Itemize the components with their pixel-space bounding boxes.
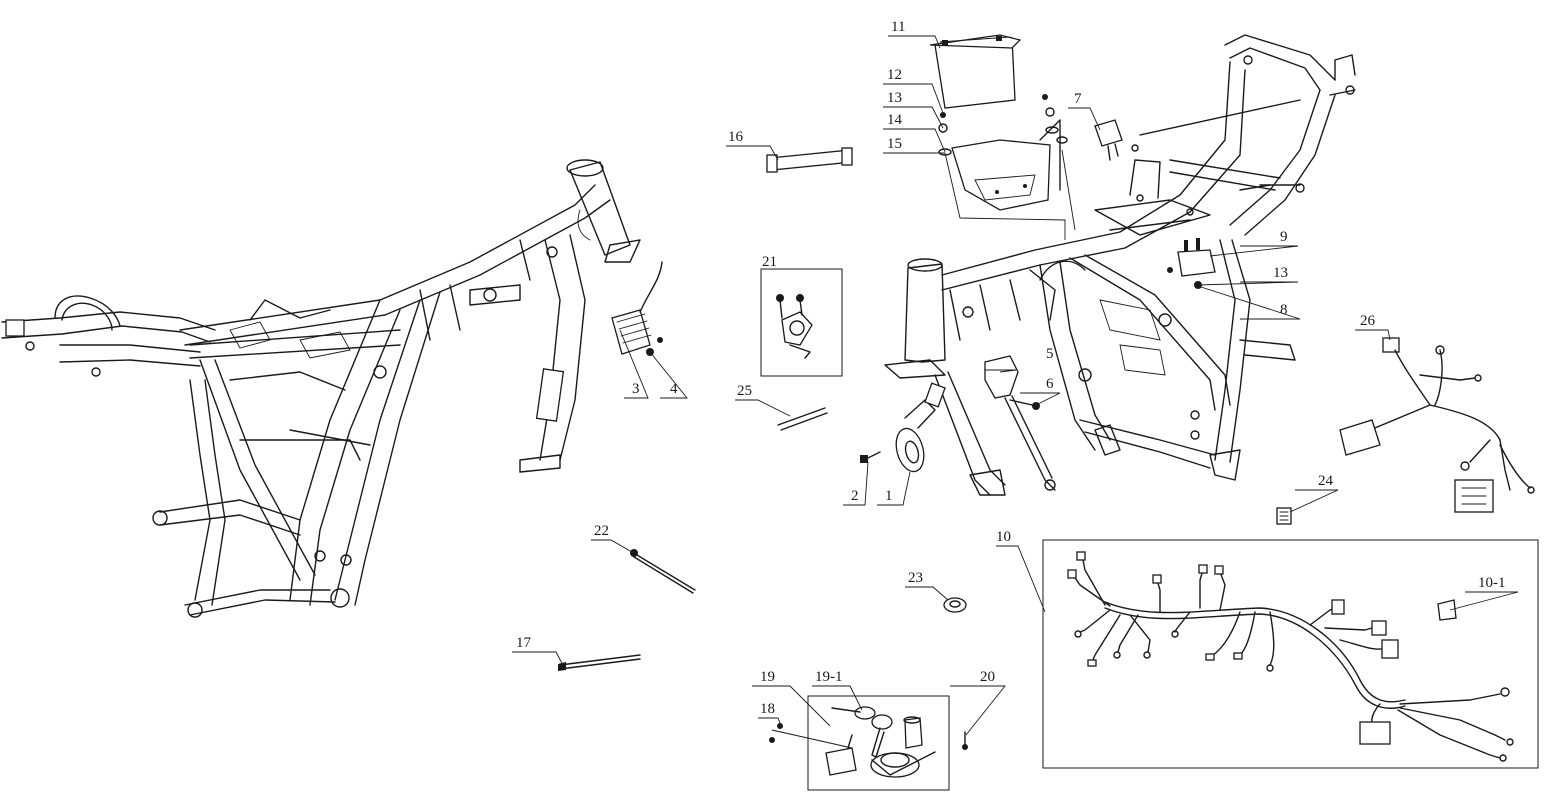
callout-19-1: 19-1 bbox=[815, 669, 843, 685]
callout-2: 2 bbox=[851, 488, 859, 504]
callout-26: 26 bbox=[1360, 313, 1376, 329]
callout-23: 23 bbox=[908, 570, 923, 586]
horn bbox=[895, 382, 946, 473]
stand-switch bbox=[984, 355, 1056, 491]
bolts-washers bbox=[938, 94, 1068, 156]
callout-14: 14 bbox=[887, 112, 903, 128]
ignition-keys bbox=[831, 706, 893, 758]
harness-connector-10-1 bbox=[1437, 599, 1457, 621]
callouts: 3 4 2 1 5 6 7 8 9 13 10 10-1 11 12 13 14… bbox=[512, 19, 1519, 749]
horn-bolt bbox=[860, 451, 881, 463]
sub-wiring-harness bbox=[1339, 337, 1535, 513]
ignition-coil-bracket bbox=[776, 294, 813, 359]
callout-17: 17 bbox=[516, 635, 532, 651]
callout-25: 25 bbox=[737, 383, 752, 399]
callout-21: 21 bbox=[762, 254, 777, 270]
callout-12: 12 bbox=[887, 67, 902, 83]
callout-11: 11 bbox=[891, 19, 905, 35]
relay bbox=[1094, 119, 1123, 161]
callout-3: 3 bbox=[632, 381, 640, 397]
starter-relay bbox=[1167, 238, 1216, 289]
callout-16: 16 bbox=[728, 129, 744, 145]
pin bbox=[777, 407, 826, 426]
battery-strap bbox=[766, 147, 853, 173]
small-screw-20 bbox=[962, 731, 968, 750]
callout-1: 1 bbox=[885, 488, 893, 504]
main-wiring-harness bbox=[1067, 551, 1514, 762]
callout-10-1: 10-1 bbox=[1478, 575, 1506, 591]
callout-4: 4 bbox=[670, 381, 678, 397]
frame-right-view bbox=[884, 34, 1356, 496]
part-21-box bbox=[760, 268, 843, 377]
callout-15: 15 bbox=[887, 136, 902, 152]
callout-13-right: 13 bbox=[1273, 265, 1288, 281]
callout-7: 7 bbox=[1074, 91, 1082, 107]
grommet bbox=[943, 597, 967, 613]
callout-6: 6 bbox=[1046, 376, 1054, 392]
battery bbox=[929, 34, 1022, 109]
callout-19: 19 bbox=[760, 669, 775, 685]
callout-10: 10 bbox=[996, 529, 1011, 545]
cable-tie-clip bbox=[630, 549, 696, 594]
connector bbox=[1276, 507, 1292, 525]
callout-20: 20 bbox=[980, 669, 995, 685]
callout-22: 22 bbox=[594, 523, 609, 539]
callout-13-left: 13 bbox=[887, 90, 902, 106]
frame-left-view bbox=[1, 159, 663, 618]
callout-24: 24 bbox=[1318, 473, 1334, 489]
callout-5: 5 bbox=[1046, 346, 1054, 362]
callout-18: 18 bbox=[760, 701, 775, 717]
ignition-switch-set bbox=[825, 716, 936, 778]
regulator-rectifier bbox=[611, 261, 663, 355]
part-10-box bbox=[1042, 539, 1539, 769]
callout-8: 8 bbox=[1280, 302, 1288, 318]
part-19-box bbox=[807, 695, 950, 791]
callout-9: 9 bbox=[1280, 229, 1288, 245]
cable-tie bbox=[558, 654, 641, 671]
stand-bolt bbox=[1009, 399, 1040, 410]
battery-tray bbox=[951, 119, 1061, 211]
